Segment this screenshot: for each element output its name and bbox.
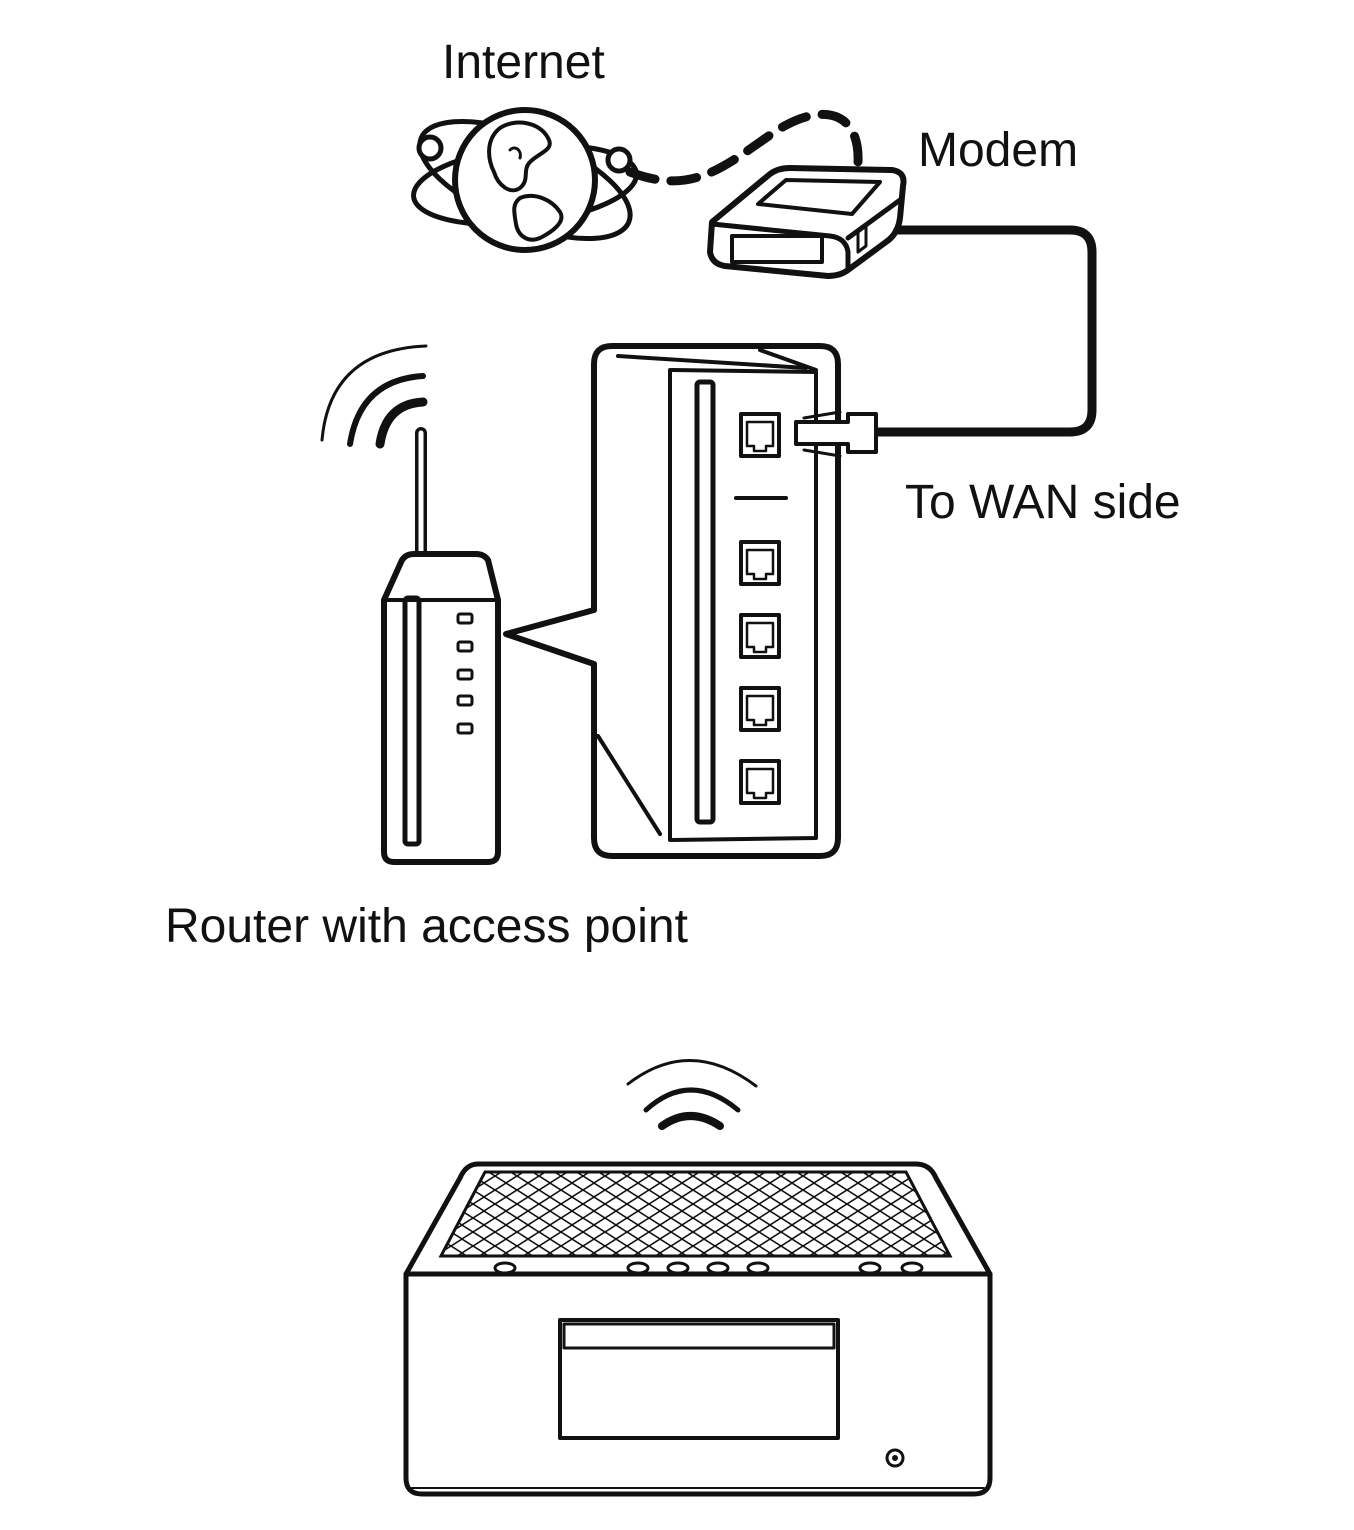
ethernet-port-icon: [739, 759, 781, 805]
ethernet-port-icon: [739, 540, 781, 586]
internet-modem-link: [625, 109, 863, 186]
router-icon: [381, 427, 501, 865]
rj45-plug: [794, 410, 878, 458]
ethernet-port-icon: [739, 613, 781, 659]
ethernet-port-icon: [739, 686, 781, 732]
internet-label: Internet: [442, 36, 605, 89]
router-label: Router with access point: [165, 900, 688, 953]
ethernet-port-icon: [739, 412, 781, 458]
modem-icon: [707, 165, 907, 279]
wifi-signal-icon: [320, 344, 428, 449]
network-player-icon: [403, 1161, 993, 1497]
globe-icon: [411, 107, 639, 253]
wifi-signal-icon: [626, 1059, 758, 1130]
modem-router-cable: [871, 225, 1097, 437]
wan-side-label: To WAN side: [905, 476, 1181, 529]
router-back-panel-callout: [503, 343, 878, 859]
modem-label: Modem: [918, 124, 1078, 177]
